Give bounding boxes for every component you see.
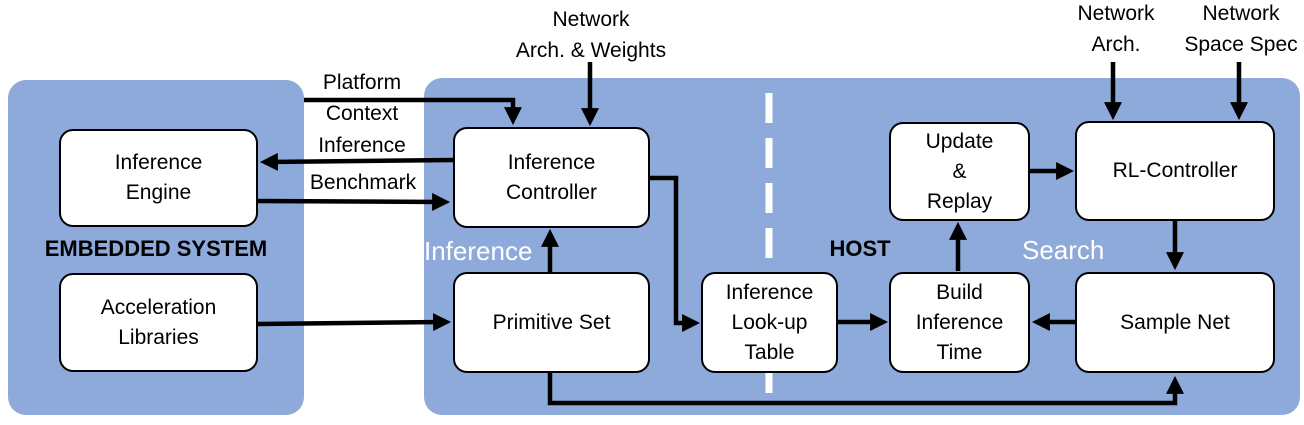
rl-controller-box: RL-Controller bbox=[1075, 121, 1275, 221]
update-replay-box: Update & Replay bbox=[889, 122, 1030, 221]
network-arch-label: Network Arch. bbox=[1077, 2, 1155, 56]
embedded-system-title: EMBEDDED SYSTEM bbox=[44, 236, 268, 261]
primitive-set-box: Primitive Set bbox=[453, 272, 650, 373]
host-title: HOST bbox=[829, 236, 891, 261]
benchmark-label: Benchmark bbox=[309, 171, 417, 194]
build-inference-time-box: Build Inference Time bbox=[889, 272, 1030, 373]
inference-controller-box: Inference Controller bbox=[453, 127, 650, 228]
inference-section-label: Inference bbox=[424, 236, 533, 266]
platform-context-label: Platform Context bbox=[322, 71, 402, 125]
inference-lookup-table-box: Inference Look-up Table bbox=[701, 272, 838, 373]
search-section-label: Search bbox=[1022, 235, 1105, 265]
inference-engine-box: Inference Engine bbox=[59, 129, 258, 227]
network-space-spec-label: Network Space Spec bbox=[1184, 2, 1298, 56]
inference-label: Inference bbox=[318, 134, 406, 157]
sample-net-box: Sample Net bbox=[1075, 272, 1275, 373]
network-arch-weights-label: Network Arch. & Weights bbox=[515, 8, 667, 62]
acceleration-libraries-box: Acceleration Libraries bbox=[59, 273, 258, 372]
